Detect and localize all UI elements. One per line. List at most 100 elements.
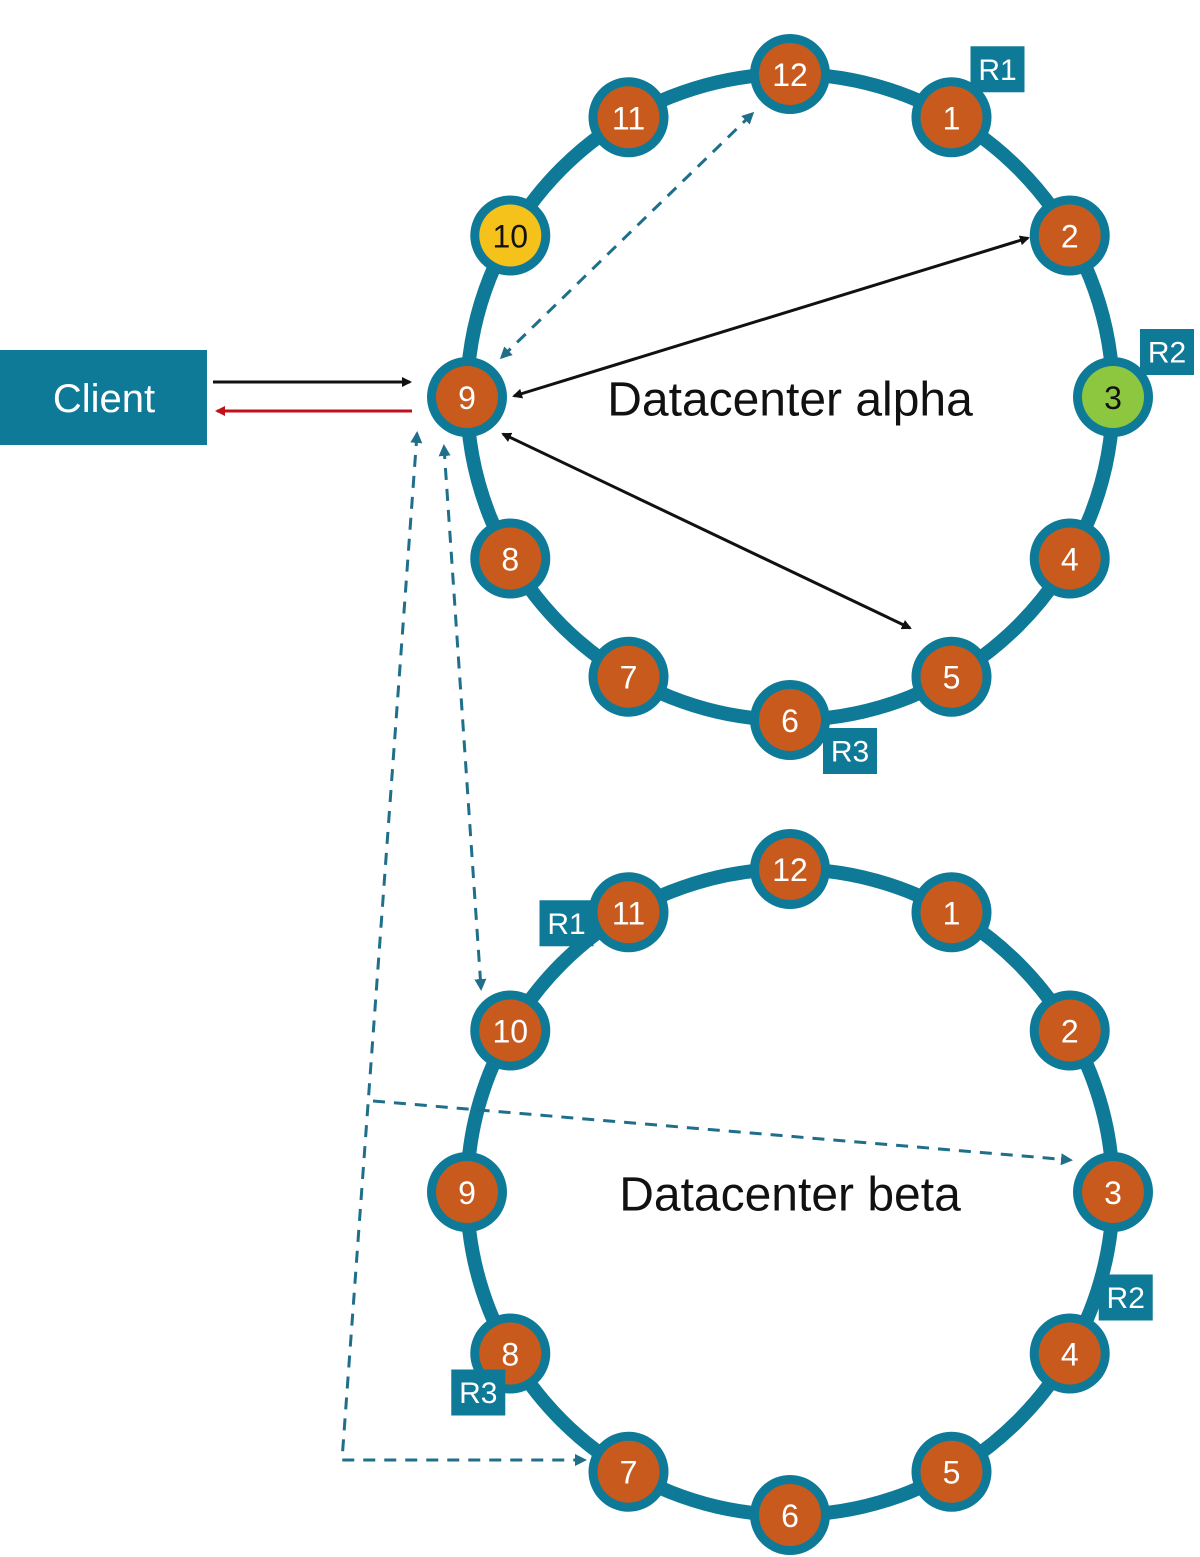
node-label: 6 (781, 703, 799, 739)
node-body (597, 1440, 660, 1503)
node-label: 10 (492, 219, 528, 255)
datacenter-alpha-node-6[interactable]: 6 (750, 680, 830, 760)
node-label: 3 (1104, 380, 1122, 416)
node-label: 2 (1061, 219, 1079, 255)
datacenter-alpha-title: Datacenter alpha (607, 374, 973, 427)
node-label: 8 (501, 542, 519, 578)
datacenter-beta-node-5[interactable]: 5 (911, 1431, 992, 1512)
node-body (436, 366, 498, 428)
datacenter-beta-node-12[interactable]: 12 (750, 829, 830, 909)
node-label: 11 (612, 100, 645, 136)
node-label: 7 (620, 660, 638, 696)
node-body (1038, 204, 1101, 267)
node-body (759, 838, 821, 900)
datacenter-beta-node-3[interactable]: 3 (1073, 1152, 1153, 1232)
node-body (920, 86, 983, 149)
arrow-coordinator-to-beta-r1 (438, 444, 487, 991)
replica-tag-beta-r2: R2 (1098, 1274, 1153, 1321)
node-label: 4 (1061, 542, 1079, 578)
datacenter-beta-node-7[interactable]: 7 (588, 1431, 669, 1512)
replica-tag-label: R1 (978, 54, 1016, 87)
replica-tag-beta-r1: R1 (539, 900, 594, 947)
node-label: 12 (772, 57, 808, 93)
node-body (597, 86, 660, 149)
node-body (479, 999, 542, 1062)
datacenter-beta-node-10[interactable]: 10 (470, 990, 551, 1071)
node-label: 9 (458, 1175, 476, 1211)
node-label: 2 (1061, 1014, 1079, 1050)
replica-tag-background (451, 1369, 506, 1416)
node-label: 5 (943, 660, 961, 696)
datacenter-alpha-node-3[interactable]: 3 (1073, 357, 1153, 437)
datacenter-alpha-node-12[interactable]: 12 (750, 34, 830, 114)
node-body (479, 1322, 542, 1385)
node-body (920, 1440, 983, 1503)
replica-tag-background (1140, 329, 1194, 375)
datacenter-alpha-node-8[interactable]: 8 (470, 518, 551, 599)
replica-tag-beta-r3: R3 (451, 1369, 506, 1416)
node-body (759, 1484, 821, 1546)
node-label: 7 (620, 1455, 638, 1491)
node-body (920, 645, 983, 708)
datacenter-alpha-node-11[interactable]: 11 (588, 77, 669, 158)
datacenter-beta-node-11[interactable]: 11 (588, 872, 669, 953)
node-body (597, 881, 660, 944)
arrow-coordinator-to-beta-r3 (340, 431, 587, 1466)
datacenter-alpha-node-9[interactable]: 9 (427, 357, 507, 437)
node-body (479, 527, 542, 590)
node-label: 4 (1061, 1337, 1079, 1373)
node-body (920, 881, 983, 944)
replica-tag-background (1098, 1274, 1153, 1321)
replica-tag-background (823, 728, 877, 774)
node-label: 3 (1104, 1175, 1122, 1211)
replica-tag-background (970, 46, 1025, 93)
node-body (1082, 366, 1144, 428)
replica-tag-label: R2 (1107, 1282, 1145, 1315)
replica-tag-alpha-r2: R2 (1140, 329, 1194, 375)
arrow-branch-to-beta-r2 (372, 1099, 1073, 1166)
node-label: 9 (458, 380, 476, 416)
node-body (479, 204, 542, 267)
arrow-coordinator-to-alpha-r2 (512, 235, 1030, 399)
replica-tag-label: R3 (459, 1377, 497, 1410)
datacenter-beta-node-1[interactable]: 1 (911, 872, 992, 953)
replica-tag-label: R3 (831, 736, 869, 769)
datacenter-alpha-node-7[interactable]: 7 (588, 636, 669, 717)
datacenter-alpha-node-5[interactable]: 5 (911, 636, 992, 717)
datacenter-alpha-node-4[interactable]: 4 (1029, 518, 1110, 599)
node-body (759, 689, 821, 751)
replica-tag-label: R2 (1148, 337, 1186, 370)
node-label: 1 (943, 100, 961, 136)
datacenter-alpha-node-2[interactable]: 2 (1029, 195, 1110, 276)
client-label: Client (53, 377, 155, 421)
node-label: 11 (612, 895, 645, 931)
datacenter-beta-node-6[interactable]: 6 (750, 1475, 830, 1555)
replica-tag-alpha-r3: R3 (823, 728, 877, 774)
node-body (1038, 999, 1101, 1062)
datacenter-beta-node-9[interactable]: 9 (427, 1152, 507, 1232)
replica-tag-background (539, 900, 594, 947)
node-label: 8 (501, 1337, 519, 1373)
datacenter-beta-node-4[interactable]: 4 (1029, 1313, 1110, 1394)
node-label: 1 (943, 895, 961, 931)
replica-tag-label: R1 (547, 908, 585, 941)
arrow-coordinator-to-alpha-r3 (501, 432, 912, 630)
node-label: 6 (781, 1498, 799, 1534)
datacenter-beta-node-2[interactable]: 2 (1029, 990, 1110, 1071)
arrow-coordinator-to-alpha-r1 (499, 111, 755, 360)
node-body (597, 645, 660, 708)
node-label: 12 (772, 852, 808, 888)
client-box[interactable]: Client (0, 350, 207, 445)
node-body (1038, 1322, 1101, 1385)
node-body (759, 43, 821, 105)
node-body (436, 1161, 498, 1223)
replica-tag-alpha-r1: R1 (970, 46, 1025, 93)
datacenter-alpha-node-10[interactable]: 10 (470, 195, 551, 276)
node-label: 10 (492, 1014, 528, 1050)
node-body (1082, 1161, 1144, 1223)
node-body (1038, 527, 1101, 590)
node-label: 5 (943, 1455, 961, 1491)
datacenter-beta-title: Datacenter beta (619, 1169, 961, 1222)
datacenter-alpha-node-1[interactable]: 1 (911, 77, 992, 158)
